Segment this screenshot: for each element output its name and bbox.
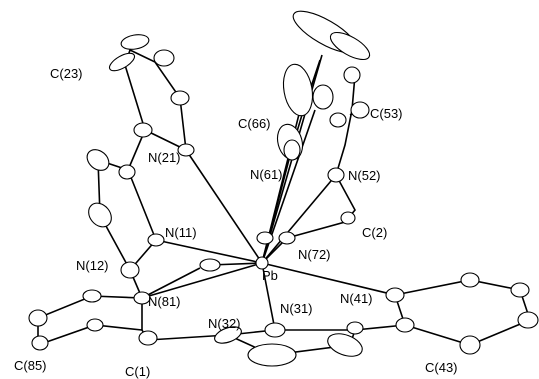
atom-ellipsoid: [153, 49, 175, 67]
atom-c53-ellipsoid: [350, 101, 370, 119]
atom-ellipsoid: [343, 66, 361, 84]
atom-ellipsoid: [199, 258, 221, 272]
label-n31: N(31): [280, 301, 313, 316]
atom-pb-ellipsoid: [255, 256, 269, 270]
atom-ellipsoid: [517, 311, 539, 329]
atom-n31-ellipsoid: [264, 322, 286, 338]
label-c1: C(1): [125, 364, 150, 379]
atom-n12-ellipsoid: [120, 261, 140, 279]
label-c85: C(85): [14, 358, 47, 373]
bond-pb-n41: [261, 262, 396, 296]
bond-c-n11: [127, 169, 157, 241]
label-n72: N(72): [298, 247, 331, 262]
atom-c2-ellipsoid: [340, 211, 356, 225]
label-n11: N(11): [165, 225, 197, 240]
atom-n52-ellipsoid: [327, 167, 345, 183]
bond-pb-n31: [261, 262, 276, 331]
atom-ellipsoid: [312, 84, 334, 110]
atom-ellipsoid: [86, 149, 110, 171]
atom-ellipsoid: [170, 90, 190, 106]
bond-pb-n21: [185, 149, 263, 264]
atom-n41-ellipsoid: [385, 287, 405, 303]
atom-ellipsoid: [460, 272, 480, 288]
atom-ellipsoid: [256, 231, 274, 245]
atoms: [28, 10, 539, 367]
atom-ellipsoid: [86, 318, 104, 332]
label-n52: N(52): [348, 168, 381, 183]
arm-c2: [286, 174, 356, 239]
atom-ellipsoid: [120, 34, 150, 50]
atom-ellipsoid: [247, 343, 297, 367]
label-c23: C(23): [50, 66, 83, 81]
atom-ellipsoid: [395, 317, 415, 333]
atom-ellipsoid: [510, 282, 530, 298]
label-n32: N(32): [208, 316, 241, 331]
atom-c1-ellipsoid: [138, 330, 158, 346]
label-n41: N(41): [340, 291, 373, 306]
atom-c85-ellipsoid: [31, 335, 49, 351]
atom-ellipsoid: [28, 309, 48, 327]
atom-ellipsoid: [88, 202, 112, 228]
label-c66: C(66): [238, 116, 271, 131]
bond-pb-n81: [141, 262, 263, 299]
atom-ellipsoid: [282, 63, 314, 117]
atom-ellipsoid: [82, 289, 102, 303]
atom-n21-ellipsoid: [177, 143, 195, 157]
bond-n81-x: [141, 267, 201, 299]
bond-c1-n32: [147, 334, 229, 341]
bond-pb-n11: [155, 239, 263, 264]
atom-ellipsoid: [329, 112, 347, 128]
atom-ellipsoid: [133, 122, 153, 138]
atom-labels: C(23) C(66) C(53) N(21) N(61) N(52) N(11…: [14, 66, 458, 379]
label-c43: C(43): [425, 360, 458, 375]
label-n81: N(81): [148, 294, 181, 309]
label-c53: C(53): [370, 106, 403, 121]
label-n61: N(61): [250, 167, 283, 182]
atom-ellipsoid: [346, 321, 364, 335]
ring-right: [394, 279, 531, 346]
label-n21: N(21): [148, 150, 181, 165]
atom-ellipsoid: [327, 333, 363, 357]
bond-pb-n52: [261, 174, 337, 264]
atom-n81-ellipsoid: [133, 291, 151, 305]
atom-n11-ellipsoid: [147, 233, 165, 247]
label-pb: Pb: [262, 268, 278, 283]
arm-n52: [335, 74, 356, 176]
label-n12: N(12): [76, 258, 109, 273]
label-c2: C(2): [362, 225, 387, 240]
atom-c43-ellipsoid: [459, 335, 481, 355]
atom-n61-ellipsoid: [283, 139, 301, 161]
atom-ellipsoid: [329, 31, 371, 61]
atom-n32-ellipsoid: [214, 326, 242, 344]
atom-ellipsoid: [118, 164, 136, 180]
atom-c23-ellipsoid: [108, 52, 136, 72]
atom-n72-ellipsoid: [278, 231, 296, 245]
